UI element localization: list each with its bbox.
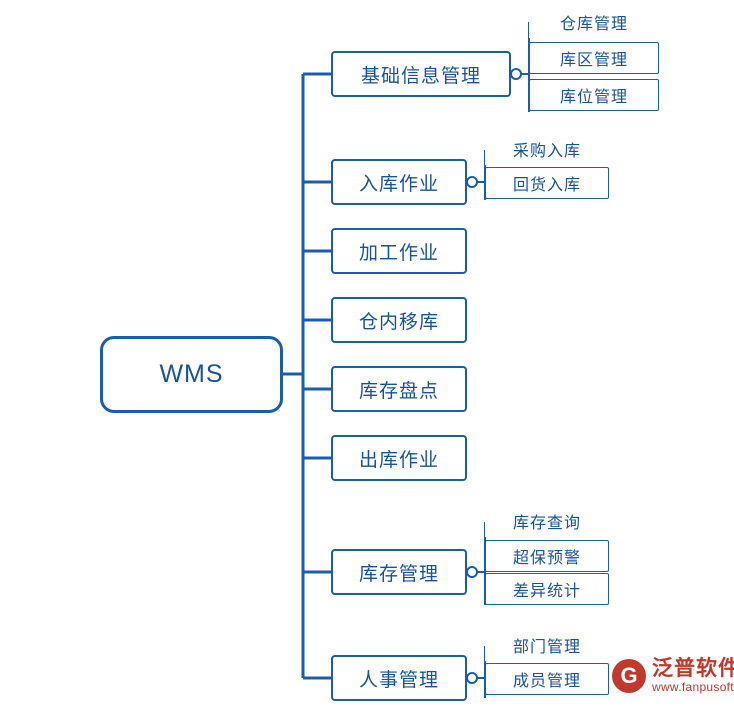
leaf-node-return-inbound[interactable]: 回货入库	[485, 167, 609, 199]
branch-label: 基础信息管理	[360, 65, 481, 87]
leaf-label: 采购入库	[512, 143, 581, 160]
root-node-label: WMS	[159, 360, 224, 388]
leaf-node-member-mgmt[interactable]: 成员管理	[485, 663, 609, 695]
branch-node-processing[interactable]: 加工作业	[331, 228, 467, 274]
leaf-label: 仓库管理	[559, 16, 628, 33]
leaf-node-warehouse-mgmt[interactable]: 仓库管理	[529, 6, 659, 38]
branch-node-hr[interactable]: 人事管理	[331, 655, 467, 701]
watermark-text: 泛普软件 www.fanpusoft.com	[652, 657, 734, 695]
branch-label: 库存管理	[358, 563, 439, 585]
watermark-logo-icon: G	[612, 658, 646, 693]
root-node[interactable]: WMS	[100, 336, 283, 413]
leaf-node-stock-query[interactable]: 库存查询	[485, 505, 609, 537]
leaf-node-expiry-alert[interactable]: 超保预警	[485, 540, 609, 572]
leaf-node-location-mgmt[interactable]: 库位管理	[529, 79, 659, 111]
watermark-url: www.fanpusoft.com	[652, 680, 734, 695]
leaf-label: 库位管理	[559, 89, 628, 106]
branch-label: 仓内移库	[358, 311, 439, 333]
leaf-label: 超保预警	[512, 550, 581, 567]
branch-node-stocktaking[interactable]: 库存盘点	[331, 366, 467, 412]
leaf-label: 库区管理	[559, 52, 628, 69]
branch-node-outbound[interactable]: 出库作业	[331, 435, 467, 481]
watermark: G 泛普软件 www.fanpusoft.com	[612, 657, 734, 695]
branch-node-basic-info[interactable]: 基础信息管理	[331, 51, 511, 97]
branch-node-internal-move[interactable]: 仓内移库	[331, 297, 467, 343]
leaf-label: 回货入库	[512, 177, 581, 194]
branch-label: 库存盘点	[358, 380, 439, 402]
leaf-node-department-mgmt[interactable]: 部门管理	[485, 629, 609, 661]
leaf-label: 部门管理	[512, 639, 581, 656]
branch-label: 人事管理	[358, 669, 439, 691]
leaf-node-variance-stats[interactable]: 差异统计	[485, 573, 609, 605]
leaf-label: 差异统计	[512, 583, 581, 600]
leaf-label: 库存查询	[512, 515, 581, 532]
leaf-node-zone-mgmt[interactable]: 库区管理	[529, 42, 659, 74]
branch-label: 入库作业	[358, 173, 439, 195]
leaf-label: 成员管理	[512, 673, 581, 690]
branch-node-inbound[interactable]: 入库作业	[331, 159, 467, 205]
branch-label: 加工作业	[358, 242, 439, 264]
branch-node-inventory[interactable]: 库存管理	[331, 549, 467, 595]
watermark-title: 泛普软件	[652, 657, 734, 680]
branch-label: 出库作业	[358, 449, 439, 471]
leaf-node-purchase-inbound[interactable]: 采购入库	[485, 133, 609, 165]
